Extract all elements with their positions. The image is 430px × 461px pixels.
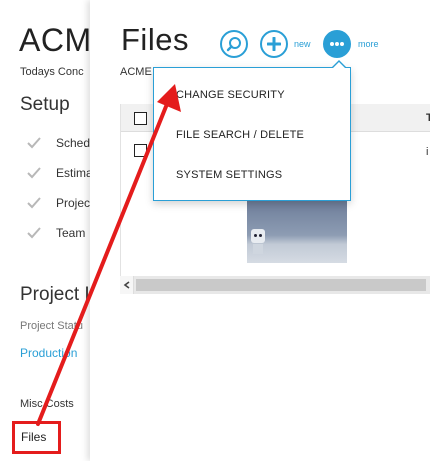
check-icon bbox=[27, 196, 41, 210]
setup-item-estimate[interactable]: Estima bbox=[27, 158, 93, 188]
setup-list: Sched Estima Projec Team bbox=[27, 128, 93, 248]
panel-title: Files bbox=[121, 22, 189, 57]
menu-item-file-search-delete[interactable]: FILE SEARCH / DELETE bbox=[176, 129, 305, 141]
project-status-label: Project Statu bbox=[20, 320, 83, 332]
check-icon bbox=[27, 166, 41, 180]
check-icon bbox=[27, 226, 41, 240]
search-button[interactable] bbox=[220, 30, 248, 58]
more-label[interactable]: more bbox=[358, 39, 379, 49]
column-header[interactable]: T bbox=[426, 112, 430, 124]
row-cell: i bbox=[426, 146, 429, 158]
menu-item-change-security[interactable]: CHANGE SECURITY bbox=[176, 89, 285, 101]
check-icon bbox=[27, 136, 41, 150]
scrollbar-thumb[interactable] bbox=[136, 279, 426, 291]
select-all-checkbox[interactable] bbox=[134, 112, 147, 125]
setup-item-label: Projec bbox=[56, 196, 91, 210]
search-icon bbox=[226, 37, 241, 52]
setup-item-team[interactable]: Team bbox=[27, 218, 93, 248]
new-label[interactable]: new bbox=[294, 39, 311, 49]
horizontal-scrollbar[interactable] bbox=[120, 276, 430, 294]
setup-item-label: Estima bbox=[56, 166, 93, 180]
new-button[interactable] bbox=[260, 30, 288, 58]
row-checkbox[interactable] bbox=[134, 144, 147, 157]
chevron-left-icon[interactable] bbox=[120, 276, 134, 294]
project-heading: Project I bbox=[20, 284, 90, 305]
file-thumbnail[interactable] bbox=[247, 201, 347, 263]
page-subtitle: Todays Conc bbox=[20, 66, 84, 78]
plus-icon bbox=[267, 37, 281, 51]
more-dots-icon bbox=[330, 42, 344, 46]
misc-costs-link[interactable]: Misc Costs bbox=[20, 398, 74, 410]
panel-breadcrumb: ACME bbox=[120, 66, 152, 78]
files-link[interactable]: Files bbox=[12, 421, 61, 454]
more-button[interactable] bbox=[323, 30, 351, 58]
menu-item-system-settings[interactable]: SYSTEM SETTINGS bbox=[176, 169, 283, 181]
setup-item-schedule[interactable]: Sched bbox=[27, 128, 93, 158]
setup-item-label: Team bbox=[56, 226, 86, 240]
more-dropdown-menu: CHANGE SECURITY FILE SEARCH / DELETE SYS… bbox=[153, 60, 351, 201]
setup-heading: Setup bbox=[20, 94, 70, 115]
production-link[interactable]: Production bbox=[20, 346, 78, 360]
setup-item-project[interactable]: Projec bbox=[27, 188, 93, 218]
page-title: ACM bbox=[19, 22, 92, 58]
setup-item-label: Sched bbox=[56, 136, 91, 150]
